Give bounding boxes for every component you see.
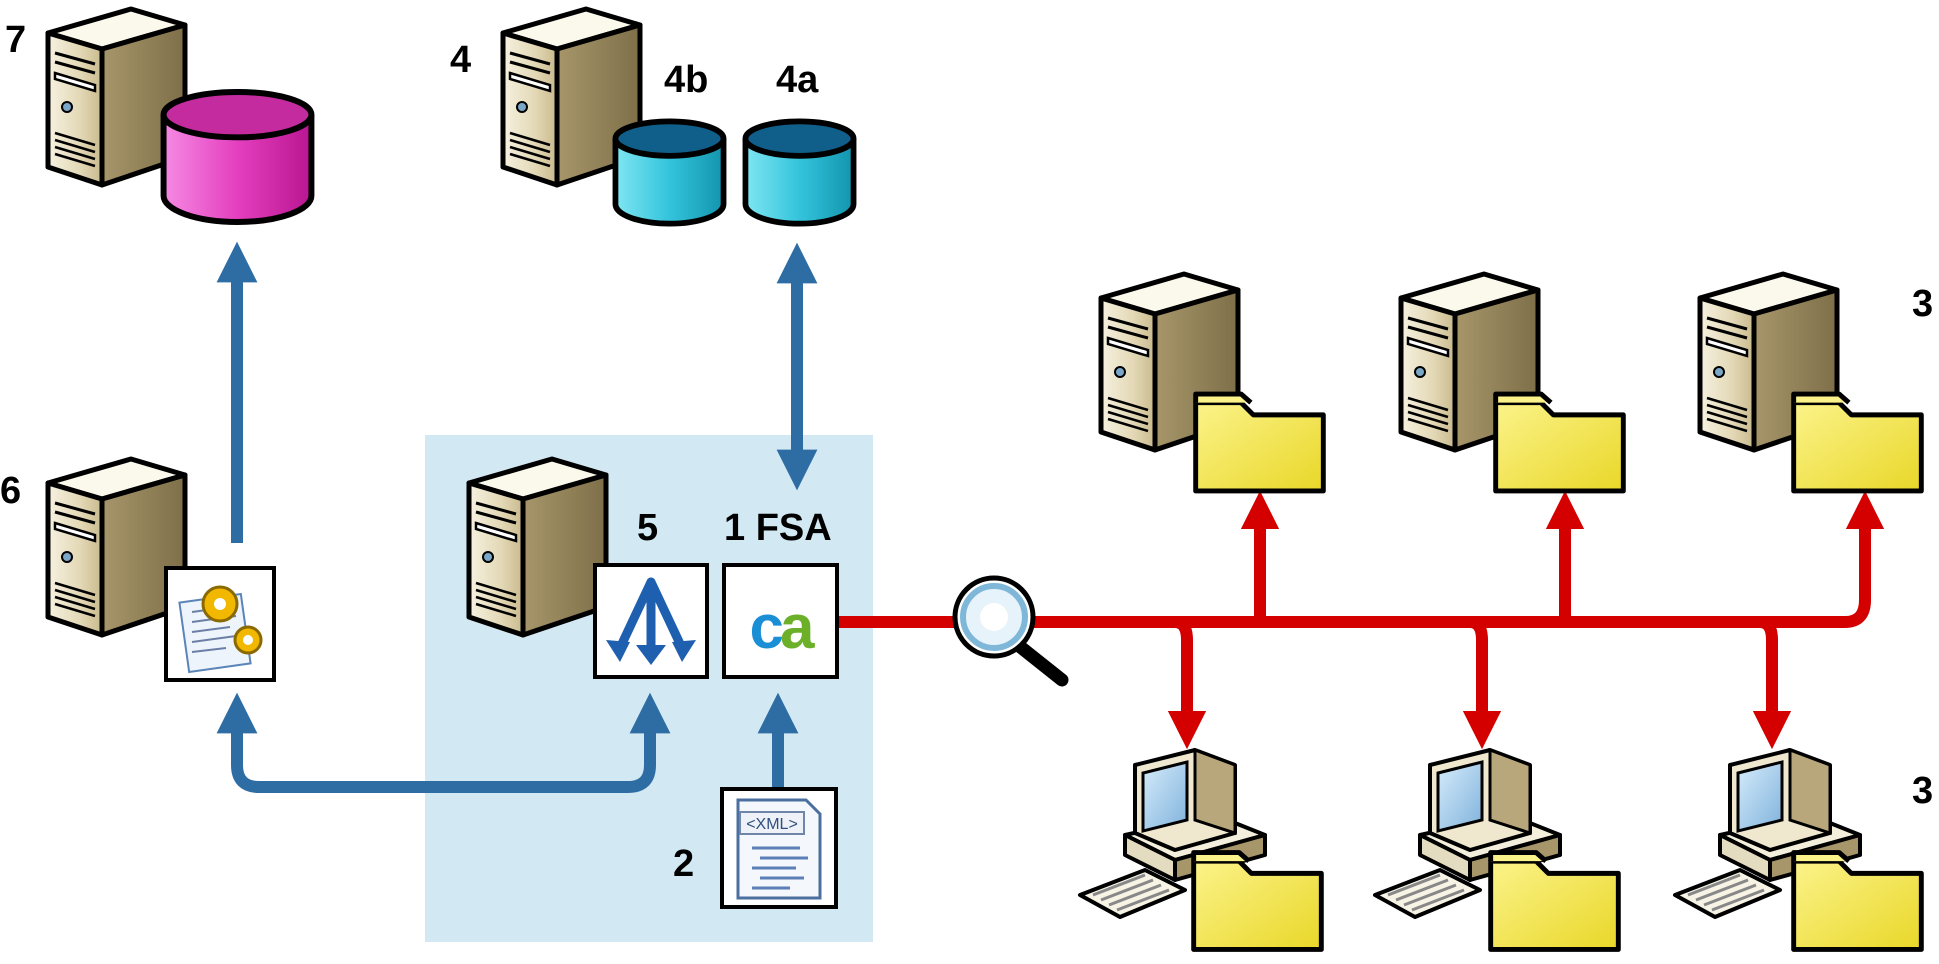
label-5: 5 — [637, 507, 658, 549]
label-7: 7 — [5, 19, 26, 61]
merge-arrows-icon — [593, 563, 709, 679]
arrow-5-to-6 — [216, 692, 671, 793]
xml-tag-text: <XML> — [746, 816, 798, 833]
workstation-2 — [1373, 748, 1619, 950]
node-7: 7 — [5, 8, 311, 222]
folder-icon — [1496, 394, 1624, 491]
folder-icon — [1794, 394, 1922, 491]
workstation-1 — [1078, 748, 1322, 950]
ca-logo-icon: ca — [722, 563, 839, 679]
svg-text:ca: ca — [750, 593, 815, 662]
folder-icon — [1194, 853, 1322, 950]
file-server-2 — [1401, 273, 1623, 491]
magnifying-glass-icon — [952, 575, 1069, 687]
database-icon — [615, 121, 723, 223]
folder-icon — [1491, 853, 1619, 950]
xml-document-icon: <XML> — [720, 787, 838, 909]
node-5: 5 — [469, 458, 709, 679]
server-tower-icon — [469, 458, 614, 635]
database-icon — [745, 121, 853, 223]
folder-icon — [1196, 394, 1324, 491]
label-3-clients: 3 — [1912, 770, 1933, 812]
folder-icon — [1794, 853, 1922, 950]
node-2: 2 <XML> — [673, 787, 838, 909]
node-4: 4 4b 4a — [450, 8, 854, 224]
workstation-3 — [1673, 748, 1922, 950]
document-gears-icon — [164, 566, 276, 682]
label-1-fsa: 1 FSA — [724, 507, 832, 549]
node-6: 6 — [0, 458, 276, 682]
label-4b: 4b — [664, 59, 708, 101]
file-server-1 — [1101, 273, 1323, 491]
database-icon — [164, 92, 312, 222]
label-3-servers: 3 — [1912, 283, 1933, 325]
label-4: 4 — [450, 39, 471, 81]
label-2: 2 — [673, 843, 694, 885]
label-4a: 4a — [776, 59, 819, 101]
label-6: 6 — [0, 470, 21, 512]
blue-connectors — [216, 241, 818, 793]
file-server-3 — [1700, 273, 1921, 491]
node-1-fsa: 1 FSA ca — [722, 507, 839, 679]
